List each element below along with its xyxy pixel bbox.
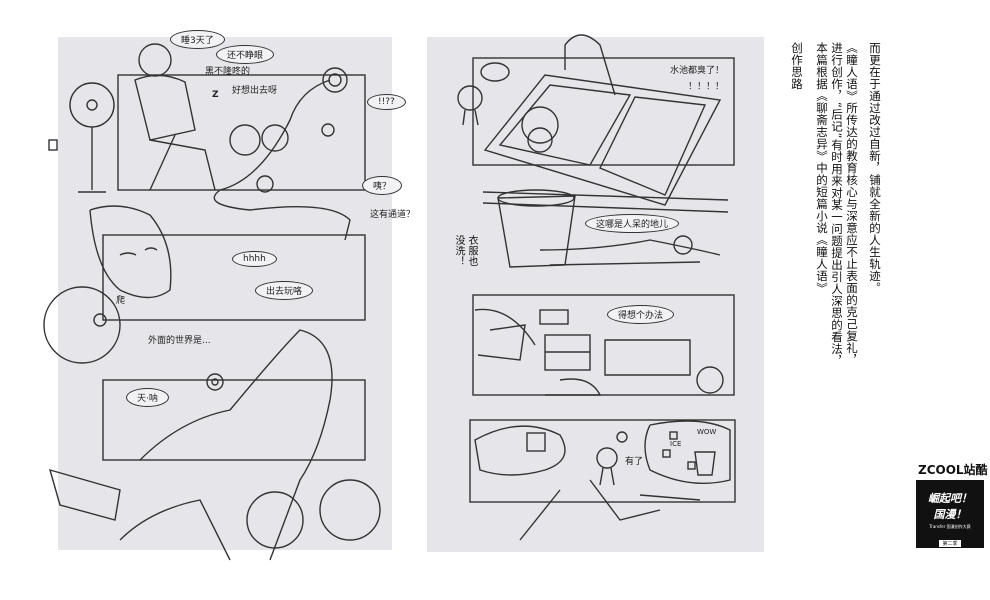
pupil-creature [43, 286, 121, 364]
sink [483, 74, 722, 206]
text-sink-smells: 水池都臭了！ [670, 66, 725, 76]
panel-outside [102, 379, 366, 461]
panel-bedroom [472, 294, 735, 396]
badge-line1: 崛起吧！ [928, 492, 972, 505]
notes-line-3: 《瞳人语》所传达的教育核心与深意应不止表面的克己复礼， [845, 42, 859, 366]
text-wow: WOW [697, 428, 717, 436]
bubble-slept: 睡3天了 [170, 30, 225, 49]
notes-title: 创作思路 [790, 42, 804, 90]
person-head [138, 43, 172, 77]
tunnel [213, 79, 351, 241]
bubble-need-idea: 得想个办法 [607, 305, 675, 324]
text-z: Z [212, 90, 219, 100]
faucet-icon [564, 34, 616, 96]
lightbulb-icon [616, 431, 628, 443]
face [89, 205, 172, 299]
bubble-no-place: 这哪是人呆的地儿 [585, 214, 680, 233]
badge-season: 第二季 [939, 540, 961, 547]
bubble-shock: !!?? [367, 94, 406, 110]
bubble-go-play: 出去玩咯 [255, 281, 314, 300]
panel-face [102, 234, 366, 321]
contest-badge: 崛起吧！ 国漫！ Transfer 国漫创作大赛 第二季 [916, 480, 984, 548]
bubble-laugh: hhhh [232, 251, 277, 267]
text-want-out: 好想出去呀 [232, 86, 278, 96]
notes-line-4: 而更在于通过改过自新，铺就全新的人生轨迹。 [868, 42, 882, 294]
thought-cloud [474, 425, 566, 476]
text-crawl: 爬 [116, 296, 126, 306]
panel-sleep [117, 74, 366, 191]
text-ice: ICE [670, 440, 682, 448]
notes-line-1: 本篇根据《聊斋志异》中的短篇小说《瞳人语》 [815, 42, 829, 294]
text-passage: 这有通道？ [370, 210, 416, 220]
comic-page-left [58, 37, 392, 550]
fan-icon [69, 82, 115, 128]
notes-line-2: 进行创作，“后记”有时用来对某一问题提出引人深思的看法， [830, 42, 844, 367]
text-outside-world: 外面的世界是... [148, 336, 211, 346]
bubble-open-eyes: 还不睁眼 [216, 45, 275, 64]
text-exclaim: ！！！！ [688, 82, 725, 92]
panel-idea [469, 419, 736, 503]
zcool-logo: ZCOOL站酷 [918, 463, 988, 477]
badge-line2: 国漫！ [933, 508, 967, 521]
text-got-it: 有了 [625, 457, 644, 467]
bubble-oh-my: 天·呐 [126, 388, 169, 407]
bubble-huh: 咦？ [362, 176, 403, 195]
badge-sub: Transfer 国漫创作大赛 [929, 524, 971, 529]
outlet-icon [48, 139, 58, 151]
text-dark: 黑不隆咚的 [205, 67, 251, 77]
text-laundry: 衣服也没洗！ [453, 235, 477, 267]
